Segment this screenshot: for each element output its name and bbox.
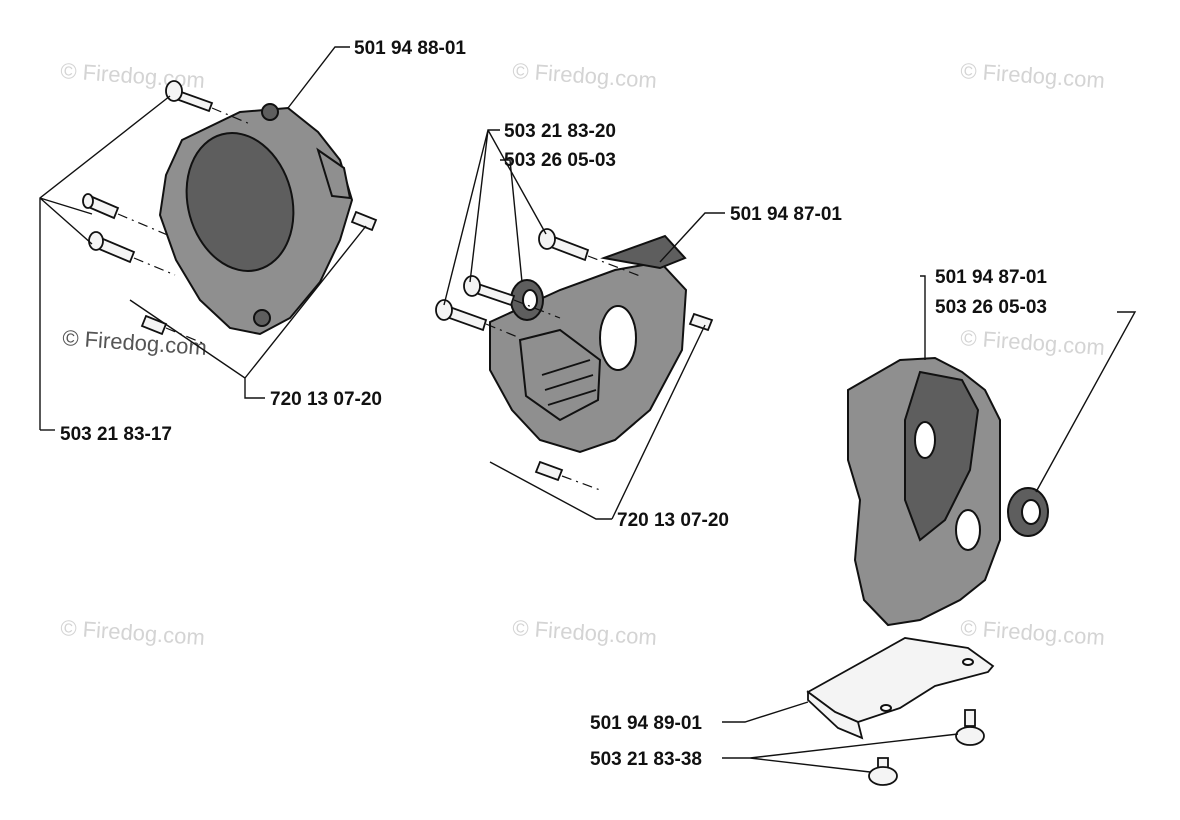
part-label: 501 94 87-01 [935, 267, 1047, 288]
leader-line [39, 95, 171, 430]
crankcase-half-left [158, 103, 354, 336]
watermark: © Firedog.com [512, 58, 658, 93]
part-label: 503 21 83-20 [504, 121, 616, 142]
screw-bracket-2 [868, 757, 898, 786]
leader-line [659, 212, 725, 263]
leader-line [443, 129, 547, 306]
leader-line [500, 159, 523, 283]
seal-middle [510, 279, 544, 321]
screw-middle-1 [463, 275, 516, 307]
watermark: © Firedog.com [960, 325, 1106, 360]
part-label: 503 26 05-03 [504, 150, 616, 171]
watermark: © Firedog.com [60, 58, 206, 93]
seal-right [1007, 487, 1049, 537]
leader-line [129, 225, 367, 399]
pin-middle [534, 312, 714, 482]
part-label: 503 21 83-38 [590, 749, 702, 770]
part-label: 501 94 88-01 [354, 38, 466, 59]
screw-middle-2 [435, 299, 488, 332]
crankcase-half-middle [489, 234, 688, 454]
watermark: © Firedog.com [512, 615, 658, 650]
watermark: © Firedog.com [960, 615, 1106, 650]
screw-left-lower [88, 231, 136, 264]
screw-bracket-1 [955, 709, 985, 746]
pin-left-2 [140, 210, 378, 336]
leader-line [722, 733, 959, 773]
leader-line [722, 701, 809, 723]
screw-middle-3 [538, 228, 590, 262]
crankcase-half-right [847, 356, 1001, 627]
watermark: © Firedog.com [960, 58, 1106, 93]
leader-line [1035, 311, 1137, 493]
part-label: 503 21 83-17 [60, 424, 172, 445]
leader-line [920, 275, 926, 360]
part-label: 720 13 07-20 [617, 510, 729, 531]
leader-line [287, 46, 350, 109]
watermark: © Firedog.com [62, 325, 208, 360]
mounting-bracket [806, 637, 995, 740]
pin-left-1 [82, 193, 120, 220]
leader-line [489, 324, 706, 520]
axis-line [485, 255, 641, 491]
part-label: 720 13 07-20 [270, 389, 382, 410]
axis-line [117, 107, 251, 345]
part-label: 503 26 05-03 [935, 297, 1047, 318]
part-label: 501 94 89-01 [590, 713, 702, 734]
part-label: 501 94 87-01 [730, 204, 842, 225]
watermark: © Firedog.com [60, 615, 206, 650]
